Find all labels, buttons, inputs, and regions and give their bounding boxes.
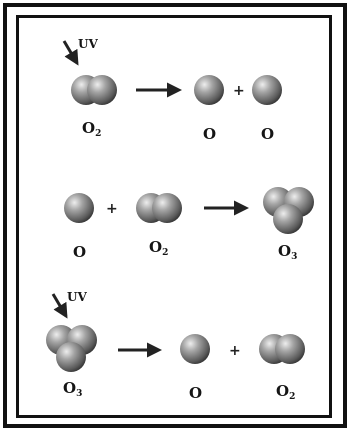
o-label-1: O: [203, 125, 217, 143]
o-atom-product-3: [180, 334, 210, 364]
o2-molecule-reactant-1: [71, 75, 117, 105]
o2-molecule-reactant-2: [136, 193, 182, 223]
o3-label-1: O3: [278, 242, 298, 262]
plus-sign-1: +: [233, 83, 245, 99]
uv-label-2: UV: [67, 290, 87, 304]
atom: [275, 334, 305, 364]
atom: [87, 75, 117, 105]
o-atom-product-2: [252, 75, 282, 105]
o-label-3: O: [73, 243, 87, 261]
o2-molecule-product: [259, 334, 305, 364]
o2-label-3: O2: [276, 382, 296, 402]
outer-border: [3, 3, 347, 428]
o-atom-product-1: [194, 75, 224, 105]
o3-molecule-reactant: [46, 325, 97, 372]
uv-label-1: UV: [78, 37, 98, 51]
o3-label-2: O3: [63, 379, 83, 399]
o3-molecule-product: [263, 187, 314, 234]
o2-label-2: O2: [149, 238, 169, 258]
plus-sign-2: +: [106, 201, 118, 217]
atom: [56, 342, 86, 372]
atom: [152, 193, 182, 223]
atom: [273, 204, 303, 234]
plus-sign-3: +: [229, 343, 241, 359]
o-label-2: O: [261, 125, 275, 143]
o-atom-reactant: [64, 193, 94, 223]
o2-label-1: O2: [82, 119, 102, 139]
uv-arrow-1: [62, 40, 79, 66]
uv-arrow-2: [51, 293, 68, 319]
o-label-4: O: [189, 384, 203, 402]
